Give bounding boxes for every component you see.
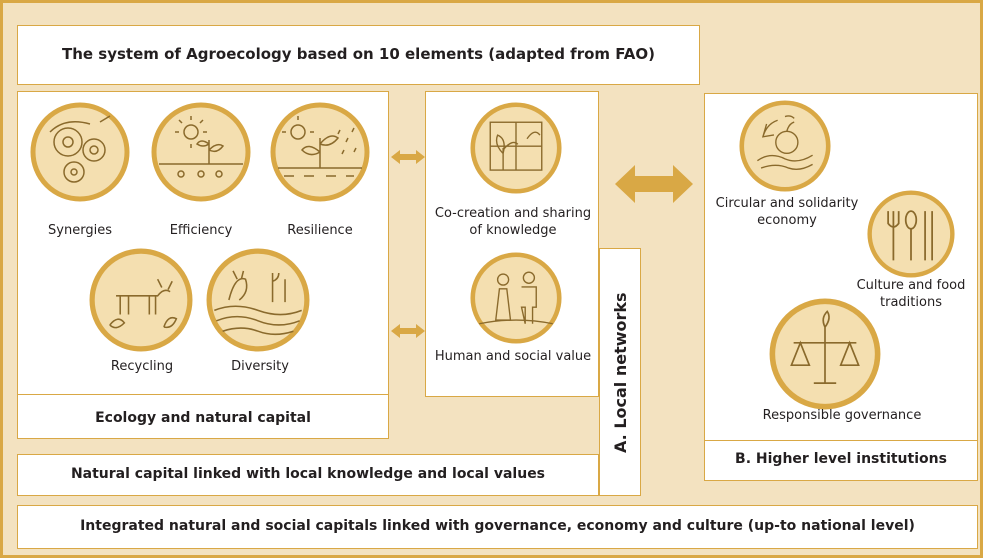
natural-capital-caption: Natural capital linked with local knowle…	[70, 466, 546, 482]
human-social-icon	[470, 252, 562, 344]
culture-food-icon	[867, 190, 955, 278]
integrated-caption: Integrated natural and social capitals l…	[80, 518, 915, 534]
arrow-ecology-knowledge-bottom-icon	[391, 324, 425, 338]
synergies-label: Synergies	[48, 223, 112, 238]
cocreation-label: Co-creation and sharing of knowledge	[434, 206, 592, 238]
recycling-label: Recycling	[110, 359, 174, 374]
institutions-caption: B. Higher level institutions	[735, 451, 947, 467]
local-networks-box: A. Local networks	[599, 248, 641, 496]
resilience-label: Resilience	[287, 223, 353, 238]
title-box: The system of Agroecology based on 10 el…	[17, 25, 700, 85]
diversity-label: Diversity	[231, 359, 289, 374]
knowledge-box: Co-creation and sharing of knowledge Hum…	[425, 91, 599, 397]
diversity-icon	[206, 248, 310, 352]
synergies-icon	[30, 102, 130, 202]
local-networks-label: A. Local networks	[611, 292, 630, 454]
responsible-governance-icon	[769, 298, 881, 410]
institutions-caption-divider	[705, 440, 977, 441]
recycling-icon	[89, 248, 193, 352]
institutions-box: B. Higher level institutions Circular an…	[704, 93, 978, 481]
diagram-title: The system of Agroecology based on 10 el…	[61, 45, 655, 63]
ecology-box: Ecology and natural capital Synergies	[17, 91, 389, 439]
resilience-icon	[270, 102, 370, 202]
human-social-label: Human and social value	[434, 349, 592, 364]
responsible-governance-label: Responsible governance	[762, 408, 922, 423]
ecology-caption-divider	[18, 394, 388, 395]
ecology-caption: Ecology and natural capital	[95, 410, 311, 426]
efficiency-label: Efficiency	[169, 223, 233, 238]
cocreation-icon	[470, 102, 562, 194]
integrated-box: Integrated natural and social capitals l…	[17, 505, 978, 549]
circular-economy-icon	[739, 100, 831, 192]
natural-capital-box: Natural capital linked with local knowle…	[17, 454, 599, 496]
arrow-ecology-knowledge-top-icon	[391, 150, 425, 164]
efficiency-icon	[151, 102, 251, 202]
arrow-local-institutions-icon	[615, 165, 693, 203]
culture-food-label: Culture and food traditions	[856, 278, 966, 310]
circular-economy-label: Circular and solidarity economy	[715, 196, 859, 228]
